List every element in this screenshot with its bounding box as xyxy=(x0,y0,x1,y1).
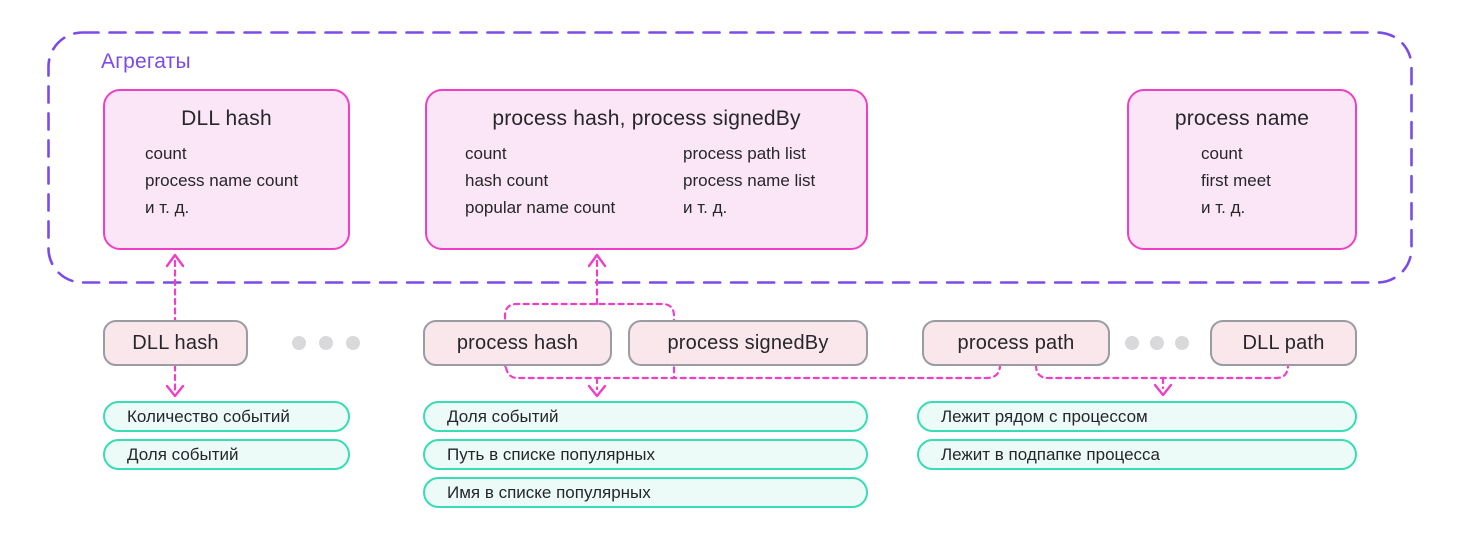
aggregate-box-dll-hash: DLL hash count process name count и т. д… xyxy=(103,89,350,250)
arrowhead-down-right-icon xyxy=(1153,383,1173,397)
connector-middle-to-process-path xyxy=(503,356,1002,380)
dot-icon xyxy=(1175,336,1189,350)
aggregate-box-process-hash-signedby: process hash, process signedBy count has… xyxy=(425,89,868,250)
pill-process-signedby: process signedBy xyxy=(628,320,868,366)
check-item: Доля событий xyxy=(423,401,868,432)
check-item: Лежит рядом с процессом xyxy=(917,401,1357,432)
arrowhead-up-dll-hash-icon xyxy=(165,253,185,268)
aggregate-items-left-column: count hash count popular name count xyxy=(427,140,683,221)
pill-dll-hash: DLL hash xyxy=(103,320,248,366)
dot-icon xyxy=(1150,336,1164,350)
aggregate-title: process hash, process signedBy xyxy=(492,107,801,130)
check-item: Путь в списке популярных xyxy=(423,439,868,470)
check-item: Имя в списке популярных xyxy=(423,477,868,508)
connector-middle-group-loop xyxy=(503,302,676,380)
dot-icon xyxy=(346,336,360,350)
aggregate-item: hash count xyxy=(465,171,549,190)
dot-icon xyxy=(319,336,333,350)
aggregates-label: Агрегаты xyxy=(101,50,191,73)
aggregate-title: process name xyxy=(1174,107,1310,130)
aggregate-item: count xyxy=(145,144,187,163)
pill-dll-path: DLL path xyxy=(1210,320,1357,366)
aggregate-item: process path list xyxy=(683,144,806,163)
connector-process-path-to-dll-path xyxy=(1034,363,1290,380)
aggregate-items: count first meet и т. д. xyxy=(1129,140,1355,221)
arrowhead-down-dll-hash-icon xyxy=(165,384,185,398)
aggregate-item: count xyxy=(1201,144,1243,163)
aggregate-item: process name list xyxy=(683,171,816,190)
pill-process-hash: process hash xyxy=(423,320,612,366)
aggregate-item: process name count xyxy=(145,171,299,190)
aggregate-item: и т. д. xyxy=(145,198,190,217)
aggregate-title: DLL hash xyxy=(181,107,272,130)
aggregate-items-right-column: process path list process name list и т.… xyxy=(683,140,815,221)
aggregate-items: count process name count и т. д. xyxy=(105,140,348,221)
check-item: Количество событий xyxy=(103,401,350,432)
dot-icon xyxy=(292,336,306,350)
aggregate-item: и т. д. xyxy=(1201,198,1246,217)
pill-process-path: process path xyxy=(922,320,1110,366)
aggregates-dashed-border xyxy=(47,31,1413,284)
aggregate-items: count hash count popular name count proc… xyxy=(427,140,866,221)
arrowhead-up-middle-icon xyxy=(587,253,607,268)
aggregate-item: first meet xyxy=(1201,171,1271,190)
aggregate-item: popular name count xyxy=(465,198,616,217)
ellipsis-dots-right xyxy=(1125,336,1189,350)
check-item: Доля событий xyxy=(103,439,350,470)
aggregate-box-process-name: process name count first meet и т. д. xyxy=(1127,89,1357,250)
aggregate-item: count xyxy=(465,144,507,163)
aggregate-item: и т. д. xyxy=(683,198,728,217)
arrowhead-down-middle-icon xyxy=(587,384,607,398)
ellipsis-dots-left xyxy=(292,336,360,350)
check-item: Лежит в подпапке процесса xyxy=(917,439,1357,470)
dot-icon xyxy=(1125,336,1139,350)
